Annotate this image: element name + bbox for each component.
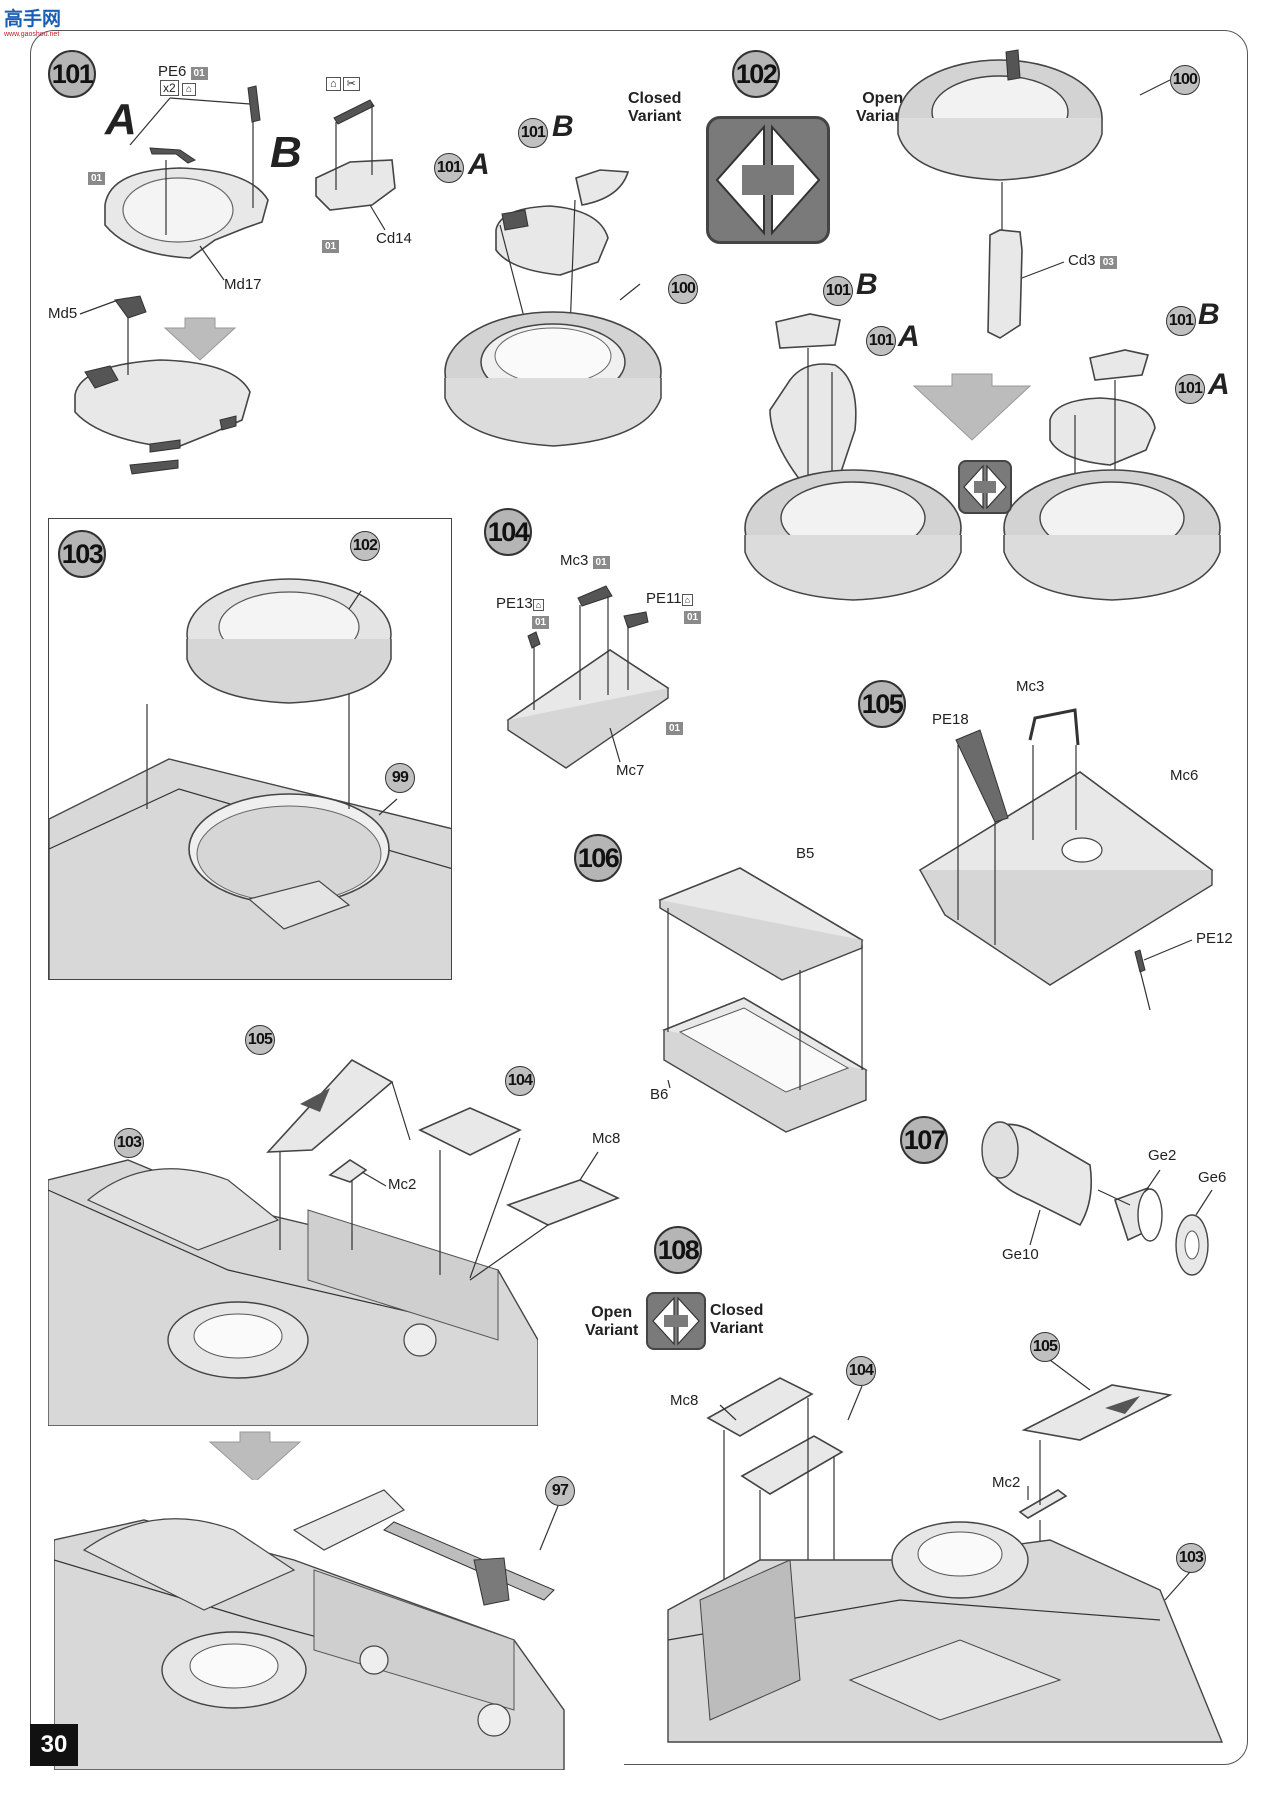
step-107-badge: 107 (900, 1116, 948, 1164)
label-cd14: Cd14 (376, 230, 412, 247)
label-mc2-b: Mc2 (992, 1474, 1021, 1491)
page-frame (30, 30, 1248, 1765)
ref-101-a2: 101 (866, 326, 896, 356)
tag-01-c: 01 (666, 722, 684, 735)
label-mc8-a: Mc8 (592, 1130, 621, 1147)
ref-101-b2: 101 (823, 276, 853, 306)
step-102-badge: 102 (732, 50, 780, 98)
part-letter-a: A (105, 95, 137, 144)
label-md17: Md17 (224, 276, 262, 293)
label-x2: x2 ⌂ (160, 80, 197, 96)
icon-group-cd14: ⌂✂ (326, 77, 360, 91)
label-b5: B5 (796, 845, 815, 862)
label-ge10: Ge10 (1002, 1246, 1039, 1263)
ref-97: 97 (545, 1476, 575, 1506)
bend-icon: ⌂ (326, 77, 341, 91)
label-b6: B6 (650, 1086, 669, 1103)
label-mc3-b: Mc3 (1016, 678, 1045, 695)
step-101-badge: 101 (48, 50, 96, 98)
label-ge6: Ge6 (1198, 1169, 1227, 1186)
variant-switch-icon-108 (646, 1292, 706, 1350)
hull-final-box (54, 1480, 624, 1770)
ref-letter-b: B (552, 110, 574, 143)
label-md5: Md5 (48, 305, 78, 322)
ref-102: 102 (350, 531, 380, 561)
label-pe11: PE11⌂01 (646, 590, 702, 624)
tag-01-b: 01 (322, 240, 340, 253)
variant-switch-icon-small (958, 460, 1012, 514)
label-mc3-a: Mc3 01 (560, 552, 610, 569)
ref-letter-b2: B (856, 268, 878, 301)
hull-assembly-box (48, 1040, 538, 1426)
label-pe13: PE13⌂01 (496, 595, 550, 629)
step-108-badge: 108 (654, 1226, 702, 1274)
label-pe18: PE18 (932, 711, 969, 728)
ref-letter-b3: B (1198, 298, 1220, 331)
ref-100-a: 100 (668, 274, 698, 304)
ref-letter-a2: A (898, 320, 920, 353)
step-106-badge: 106 (574, 834, 622, 882)
ref-105-a: 105 (245, 1025, 275, 1055)
label-pe12: PE12 (1196, 930, 1233, 947)
ref-letter-a3: A (1208, 368, 1230, 401)
step-105-badge: 105 (858, 680, 906, 728)
ref-99: 99 (385, 763, 415, 793)
label-mc2-a: Mc2 (388, 1176, 417, 1193)
label-ge2: Ge2 (1148, 1147, 1177, 1164)
page-number: 30 (30, 1724, 78, 1766)
label-mc8-b: Mc8 (670, 1392, 699, 1409)
ref-101-a: 101 (434, 153, 464, 183)
label-cd3: Cd3 03 (1068, 252, 1117, 269)
label-mc6: Mc6 (1170, 767, 1199, 784)
label-pe6: PE6 01 (158, 63, 208, 80)
ref-104-a: 104 (505, 1066, 535, 1096)
variant-switch-icon-large (706, 116, 830, 244)
ref-101-a3: 101 (1175, 374, 1205, 404)
ref-100-b: 100 (1170, 65, 1200, 95)
watermark-text: 高手网 (4, 8, 62, 30)
part-letter-b: B (270, 128, 302, 177)
ref-103-a: 103 (114, 1128, 144, 1158)
ref-105-b: 105 (1030, 1332, 1060, 1362)
cut-icon: ✂ (342, 77, 360, 91)
ref-103-b: 103 (1176, 1543, 1206, 1573)
ref-101-b: 101 (518, 118, 548, 148)
step-103-box (48, 518, 452, 980)
step-103-badge: 103 (58, 530, 106, 578)
tag-01-a: 01 (88, 172, 106, 185)
label-mc7: Mc7 (616, 762, 645, 779)
ref-104-b: 104 (846, 1356, 876, 1386)
ref-101-b3: 101 (1166, 306, 1196, 336)
step-104-badge: 104 (484, 508, 532, 556)
watermark-logo: 高手网 www.gaoshou.net (4, 8, 62, 38)
ref-letter-a: A (468, 148, 490, 181)
